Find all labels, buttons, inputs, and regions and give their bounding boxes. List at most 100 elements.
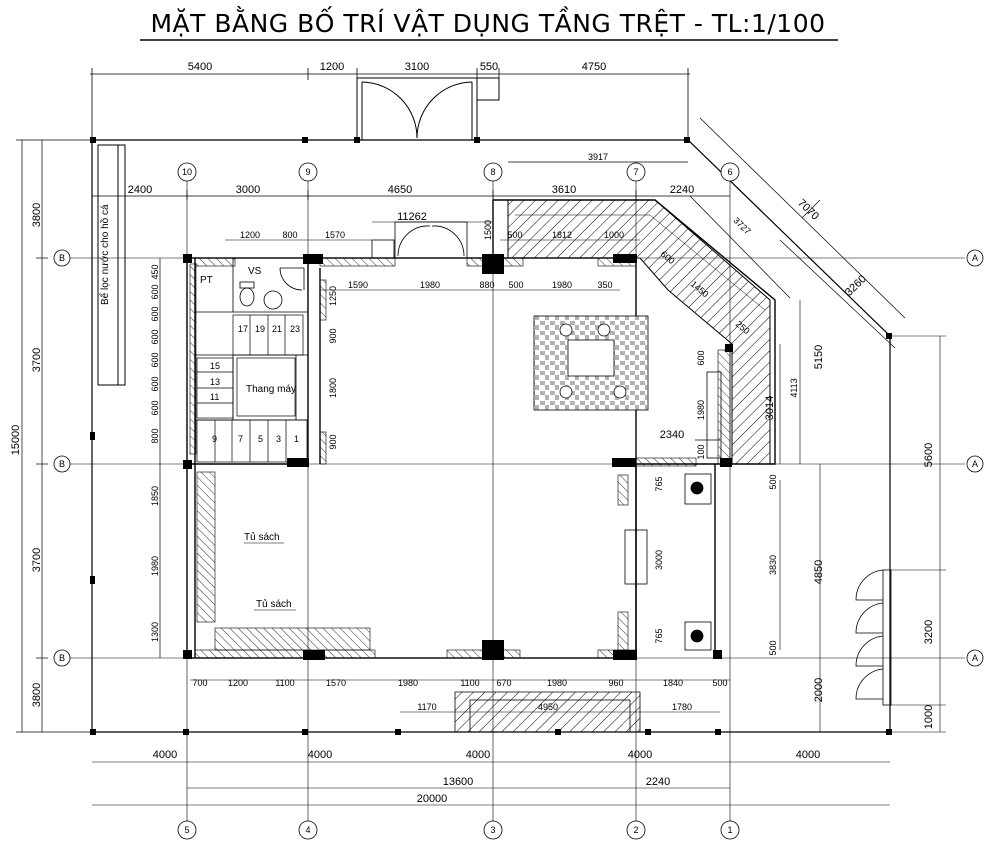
second-dimension-line [92,161,730,200]
grid-2: 2 [633,825,638,835]
dim-500-inner: 500 [507,230,522,240]
svg-text:600: 600 [150,376,160,391]
svg-text:670: 670 [496,678,511,688]
grid-8: 8 [490,167,495,177]
svg-text:1980: 1980 [547,678,567,688]
grid-7: 7 [633,167,638,177]
svg-text:9: 9 [212,434,217,444]
dim-1812-inner: 1812 [552,230,572,240]
svg-text:3200: 3200 [923,620,935,644]
svg-text:800: 800 [150,428,160,443]
svg-text:3: 3 [276,434,281,444]
angled-feature-wall [507,199,771,465]
row-a-3: A [972,653,978,663]
dim-left-3700-b: 3700 [31,548,43,572]
dim-2240: 2240 [670,184,694,196]
svg-text:1840: 1840 [663,678,683,688]
left-dimension-lines [16,139,161,733]
svg-text:1980: 1980 [150,556,160,576]
svg-text:500: 500 [712,678,727,688]
right-small-dims: 600 1980 100 2340 765 3000 765 500 500 [654,350,778,655]
svg-text:19: 19 [255,324,265,334]
svg-text:1980: 1980 [552,280,572,290]
svg-text:11: 11 [210,392,219,402]
svg-text:900: 900 [328,328,338,343]
bookshelf-label-1: Tủ sách [244,531,280,543]
dim-20000: 20000 [417,793,448,805]
grid-bubbles-top [177,162,740,182]
svg-text:2000: 2000 [813,678,825,702]
svg-text:4113: 4113 [789,378,799,397]
svg-text:1300: 1300 [150,622,160,642]
dim-3000: 3000 [236,184,260,196]
svg-text:1780: 1780 [672,702,692,712]
svg-text:4000: 4000 [308,749,332,761]
dim-left-3800-bot: 3800 [31,683,43,707]
svg-text:1800: 1800 [328,378,338,398]
dim-4650: 4650 [388,184,412,196]
svg-text:4950: 4950 [538,702,558,712]
svg-text:600: 600 [150,329,160,344]
bookshelf-label-2: Tủ sách [256,598,292,610]
row-b-2: B [59,459,65,469]
dim-left-3800-top: 3800 [31,203,43,227]
staircase [196,314,308,463]
diagonal-dimensions [689,117,906,349]
pond-filter-box [97,144,126,386]
dim-1500: 1500 [483,220,493,240]
svg-text:500: 500 [508,280,523,290]
left-inner-dims: 450 600 600 600 600 600 600 800 1850 198… [150,264,160,642]
svg-text:4000: 4000 [466,749,490,761]
svg-text:5150: 5150 [813,345,825,369]
elevator-label: Thang máy [246,384,296,395]
svg-text:4000: 4000 [628,749,652,761]
dim-left-15000: 15000 [10,425,22,456]
svg-text:1590: 1590 [348,280,368,290]
row-b-1: B [59,253,65,263]
svg-text:23: 23 [290,324,300,334]
svg-text:15: 15 [210,361,220,371]
dim-800-inner: 800 [282,230,297,240]
grid-6: 6 [727,167,732,177]
toilet-fixtures [239,267,303,310]
svg-text:450: 450 [150,264,160,279]
bottom-front-dims: 1170 4950 1780 [417,702,692,712]
dim-1570-inner: 1570 [325,230,345,240]
svg-text:4000: 4000 [153,749,177,761]
dim-left-3700-a: 3700 [31,348,43,372]
vs-label: VS [248,266,262,277]
dim-3917: 3917 [588,152,608,162]
dim-1000-inner: 1000 [604,230,624,240]
upper-doors [371,221,468,259]
stair-step-numbers: 17 19 21 23 15 13 11 9 7 5 3 1 [210,324,300,444]
svg-text:1200: 1200 [228,678,248,688]
svg-text:1570: 1570 [326,678,346,688]
grid-5: 5 [184,825,189,835]
svg-text:4850: 4850 [813,560,825,584]
svg-text:1980: 1980 [398,678,418,688]
svg-text:17: 17 [238,324,248,334]
grid-9: 9 [305,167,310,177]
svg-text:2340: 2340 [660,429,684,441]
grid-3: 3 [490,825,495,835]
row-b-3: B [59,653,65,663]
bookshelves [196,471,371,651]
svg-text:21: 21 [272,324,282,334]
side-doors [855,569,892,706]
grid-bubbles-rows [53,249,984,667]
right-room-details [624,371,722,651]
svg-text:600: 600 [696,350,706,365]
svg-text:1000: 1000 [923,705,935,729]
svg-text:600: 600 [150,400,160,415]
right-dimension-lines [779,300,946,733]
svg-text:7: 7 [238,434,243,444]
dim-11262: 11262 [397,211,427,223]
svg-text:600: 600 [150,284,160,299]
svg-text:600: 600 [150,306,160,321]
stair-dims: 1250 900 1800 900 [328,286,338,450]
hatched-walls [189,257,731,659]
dim-4750: 4750 [582,61,606,73]
top-dimension-line [90,68,690,140]
svg-text:600: 600 [150,352,160,367]
